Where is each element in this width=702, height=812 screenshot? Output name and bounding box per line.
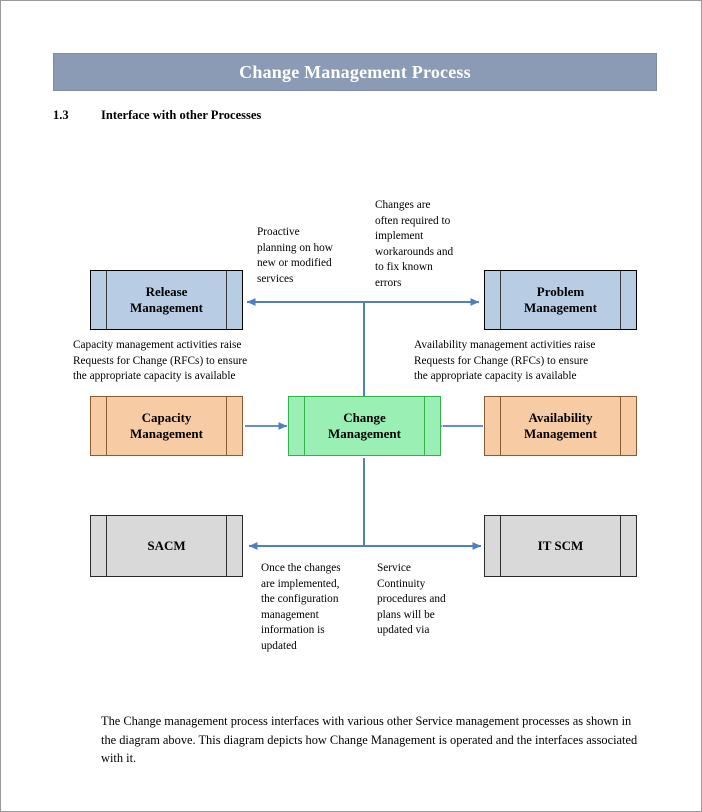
- box-left-band: [91, 397, 107, 455]
- box-left-band: [91, 516, 107, 576]
- page-title-banner: Change Management Process: [53, 53, 657, 91]
- box-right-band: [226, 271, 242, 329]
- box-right-band: [620, 397, 636, 455]
- box-right-band: [620, 271, 636, 329]
- section-heading: 1.3 Interface with other Processes: [53, 108, 653, 123]
- annotation-release: Proactive planning on how new or modifie…: [257, 226, 333, 285]
- section-number: 1.3: [53, 108, 69, 122]
- page-title: Change Management Process: [239, 61, 471, 82]
- box-right-band: [226, 516, 242, 576]
- annotation-capacity: Capacity management activities raise Req…: [73, 339, 248, 383]
- box-left-band: [91, 271, 107, 329]
- annotation-sacm: Once the changes are implemented, the co…: [261, 562, 341, 652]
- annotation-problem: Changes are often required to implement …: [375, 199, 454, 289]
- box-left-band: [289, 397, 305, 455]
- process-box-label: IT SCM: [537, 537, 584, 553]
- section-title: Interface with other Processes: [101, 108, 262, 122]
- box-right-band: [226, 397, 242, 455]
- box-left-band: [485, 516, 501, 576]
- box-right-band: [620, 516, 636, 576]
- box-center-band: IT SCM: [501, 516, 620, 576]
- process-box-sacm[interactable]: SACM: [90, 515, 243, 577]
- process-box-itscm[interactable]: IT SCM: [484, 515, 637, 577]
- box-left-band: [485, 397, 501, 455]
- footer-paragraph: The Change management process interfaces…: [101, 714, 638, 766]
- annotation-availability: Availability management activities raise…: [414, 339, 596, 383]
- box-left-band: [485, 271, 501, 329]
- box-right-band: [424, 397, 440, 455]
- box-center-band: SACM: [107, 516, 226, 576]
- annotation-itscm: Service Continuity procedures and plans …: [377, 562, 446, 637]
- process-box-label: SACM: [147, 537, 186, 553]
